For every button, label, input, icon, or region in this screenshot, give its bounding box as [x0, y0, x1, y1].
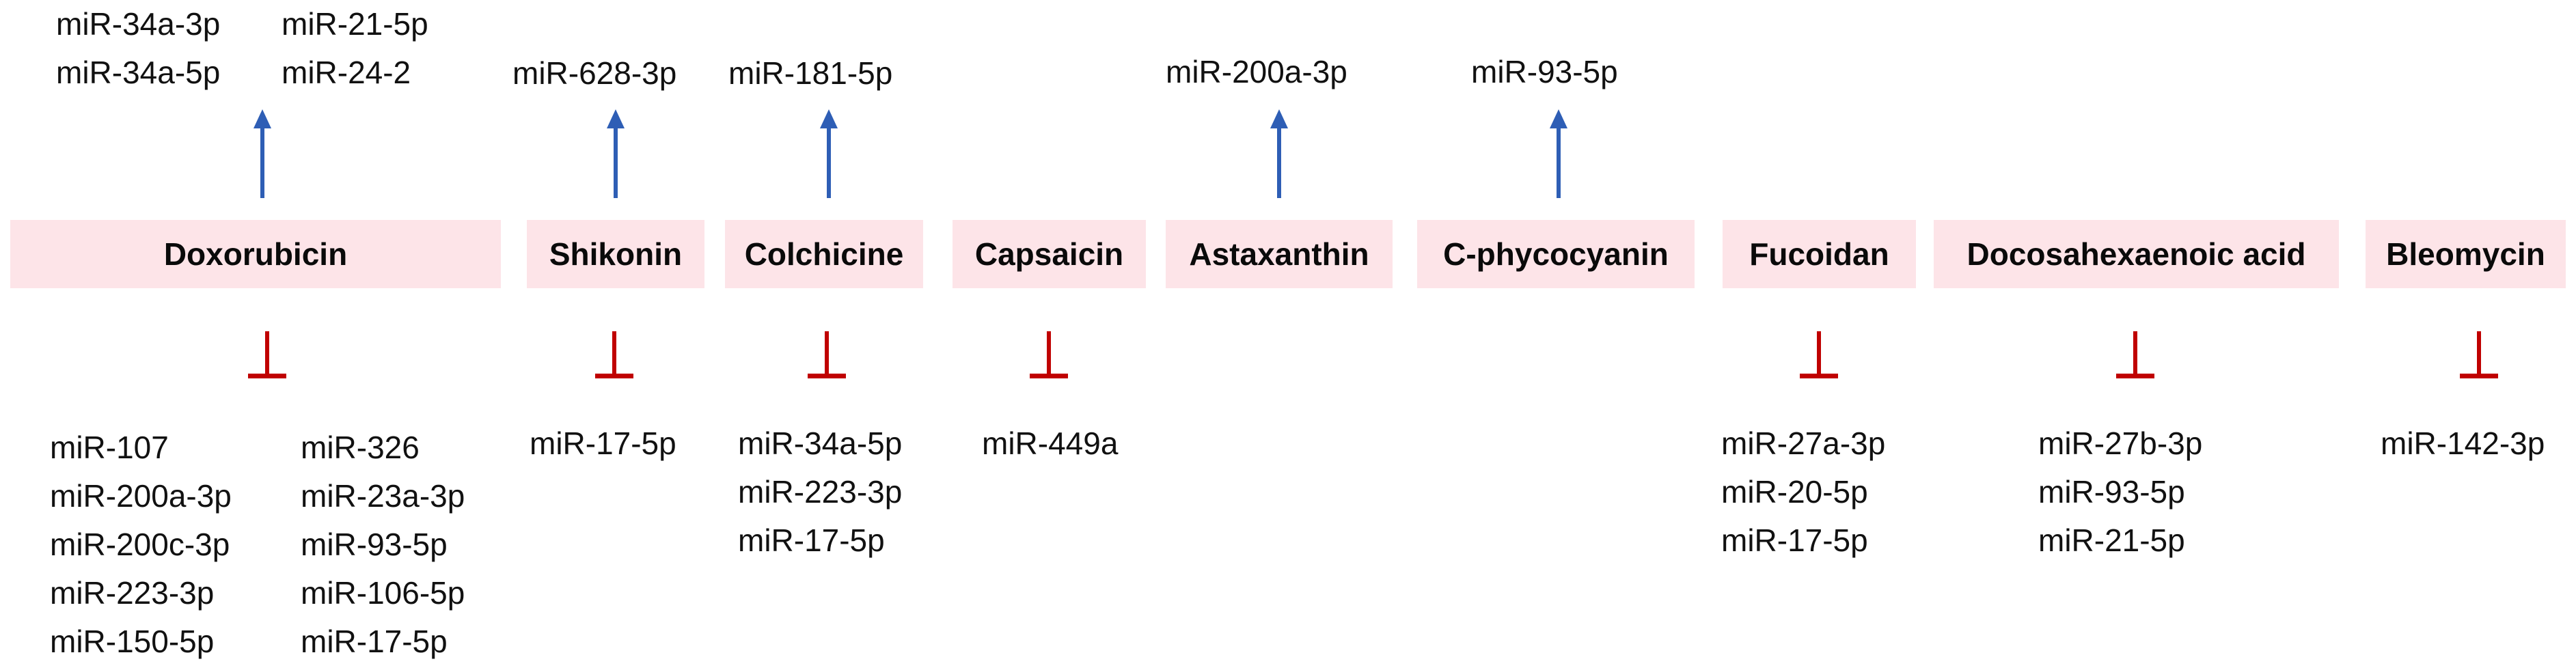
drug-label: C-phycocyanin [1443, 236, 1669, 272]
mirna-label: miR-24-2 [282, 55, 411, 90]
drug-box-c-phycocyanin: C-phycocyanin [1417, 220, 1695, 288]
mirna-label: miR-142-3p [2381, 426, 2545, 461]
inhibition-tbar-icon [808, 331, 846, 378]
mirna-label: miR-23a-3p [301, 478, 465, 514]
mirna-label: miR-34a-5p [738, 426, 903, 461]
drug-label: Astaxanthin [1189, 236, 1369, 272]
mirna-label: miR-150-5p [50, 624, 215, 659]
mirna-label: miR-17-5p [530, 426, 676, 461]
downregulated-list-capsaicin: miR-449a [982, 419, 1118, 468]
drug-box-bleomycin: Bleomycin [2366, 220, 2566, 288]
downregulated-list-doxorubicin-col1: miR-107 miR-200a-3p miR-200c-3p miR-223-… [50, 423, 232, 666]
mirna-label: miR-107 [50, 430, 169, 465]
mirna-label: miR-17-5p [738, 523, 885, 558]
inhibition-tbar-icon [595, 331, 633, 378]
drug-label: Docosahexaenoic acid [1967, 236, 2306, 272]
mirna-label: miR-34a-3p [56, 6, 221, 42]
up-arrow-icon [254, 109, 271, 198]
mirna-label: miR-17-5p [301, 624, 448, 659]
mirna-label: miR-200a-3p [50, 478, 232, 514]
inhibition-tbar-icon [2460, 331, 2498, 378]
mirna-label: miR-93-5p [2038, 474, 2185, 510]
mirna-label: miR-181-5p [728, 55, 893, 91]
drug-box-docosahexaenoic-acid: Docosahexaenoic acid [1934, 220, 2339, 288]
downregulated-list-bleomycin: miR-142-3p [2381, 419, 2545, 468]
upregulated-list-c-phycocyanin: miR-93-5p [1471, 48, 1618, 96]
mirna-label: miR-200a-3p [1166, 54, 1347, 89]
inhibition-tbar-icon [1800, 331, 1838, 378]
inhibition-tbar-icon [2116, 331, 2154, 378]
up-arrow-icon [820, 109, 838, 198]
mirna-label: miR-223-3p [50, 575, 215, 611]
mirna-label: miR-93-5p [301, 527, 448, 562]
mirna-label: miR-449a [982, 426, 1119, 461]
downregulated-list-shikonin: miR-17-5p [530, 419, 676, 468]
mirna-label: miR-93-5p [1471, 54, 1618, 89]
mirna-label: miR-223-3p [738, 474, 903, 510]
drug-label: Colchicine [744, 236, 904, 272]
drug-box-capsaicin: Capsaicin [953, 220, 1146, 288]
mirna-label: miR-200c-3p [50, 527, 230, 562]
drug-box-astaxanthin: Astaxanthin [1166, 220, 1393, 288]
mirna-label: miR-17-5p [1721, 523, 1868, 558]
mirna-label: miR-27a-3p [1721, 426, 1886, 461]
drug-box-doxorubicin: Doxorubicin [10, 220, 501, 288]
drug-label: Shikonin [549, 236, 683, 272]
drug-box-fucoidan: Fucoidan [1723, 220, 1916, 288]
drug-label: Capsaicin [974, 236, 1124, 272]
upregulated-list-doxorubicin-col2: miR-21-5p miR-24-2 [282, 0, 428, 97]
mirna-label: miR-21-5p [2038, 523, 2185, 558]
upregulated-list-doxorubicin-col1: miR-34a-3p miR-34a-5p [56, 0, 220, 97]
drug-label: Doxorubicin [163, 236, 348, 272]
inhibition-tbar-icon [248, 331, 286, 378]
drug-label: Bleomycin [2386, 236, 2545, 272]
up-arrow-icon [1270, 109, 1288, 198]
downregulated-list-docosahexaenoic-acid: miR-27b-3p miR-93-5p miR-21-5p [2038, 419, 2202, 565]
upregulated-list-colchicine: miR-181-5p [728, 49, 892, 98]
drug-box-colchicine: Colchicine [725, 220, 923, 288]
upregulated-list-shikonin: miR-628-3p [512, 49, 676, 98]
mirna-label: miR-21-5p [282, 6, 428, 42]
drug-box-shikonin: Shikonin [527, 220, 704, 288]
mirna-label: miR-326 [301, 430, 420, 465]
mirna-label: miR-20-5p [1721, 474, 1868, 510]
mirna-label: miR-628-3p [512, 55, 677, 91]
mirna-label: miR-106-5p [301, 575, 465, 611]
up-arrow-icon [607, 109, 625, 198]
upregulated-list-astaxanthin: miR-200a-3p [1166, 48, 1347, 96]
downregulated-list-colchicine: miR-34a-5p miR-223-3p miR-17-5p [738, 419, 902, 565]
inhibition-tbar-icon [1030, 331, 1068, 378]
mirna-label: miR-34a-5p [56, 55, 221, 90]
up-arrow-icon [1550, 109, 1567, 198]
drug-label: Fucoidan [1749, 236, 1889, 272]
downregulated-list-fucoidan: miR-27a-3p miR-20-5p miR-17-5p [1721, 419, 1885, 565]
downregulated-list-doxorubicin-col2: miR-326 miR-23a-3p miR-93-5p miR-106-5p … [301, 423, 465, 666]
mirna-label: miR-27b-3p [2038, 426, 2203, 461]
